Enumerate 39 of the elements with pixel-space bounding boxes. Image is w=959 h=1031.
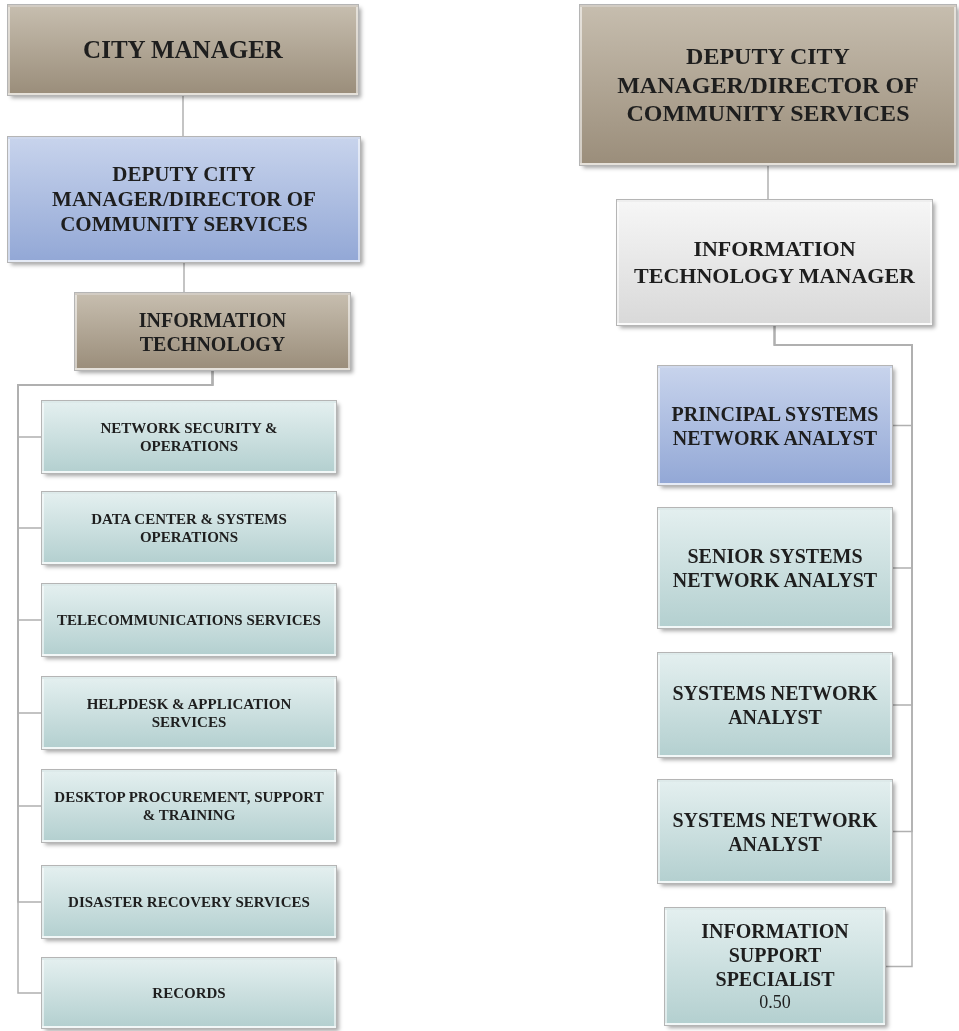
org-box bbox=[617, 200, 932, 325]
org-box bbox=[658, 780, 892, 883]
position-fte: 0.50 bbox=[759, 990, 791, 1014]
position-title: SYSTEMS NETWORK ANALYST bbox=[671, 807, 879, 856]
position-title: DESKTOP PROCUREMENT, SUPPORT & TRAINING bbox=[53, 788, 325, 824]
connector-line bbox=[773, 324, 913, 968]
org-box bbox=[665, 908, 885, 1025]
org-box bbox=[8, 137, 360, 262]
connector-line bbox=[767, 164, 769, 201]
org-box bbox=[8, 5, 358, 95]
org-box bbox=[42, 866, 336, 938]
position-title: INFORMATION TECHNOLOGY MANAGER bbox=[633, 236, 916, 289]
org-box bbox=[42, 677, 336, 749]
org-box bbox=[580, 5, 956, 165]
connector-line bbox=[182, 94, 184, 138]
org-box bbox=[42, 584, 336, 656]
org-box bbox=[658, 508, 892, 628]
position-title: CITY MANAGER bbox=[83, 35, 283, 65]
connector-line bbox=[183, 261, 185, 294]
position-title: SENIOR SYSTEMS NETWORK ANALYST bbox=[671, 544, 879, 592]
position-title: TELECOMMUNICATIONS SERVICES bbox=[57, 611, 321, 629]
position-title: DISASTER RECOVERY SERVICES bbox=[68, 893, 310, 911]
position-title: DEPUTY CITY MANAGER/DIRECTOR OF COMMUNITY SERVICES bbox=[51, 161, 317, 238]
org-box bbox=[658, 366, 892, 485]
position-title: SYSTEMS NETWORK ANALYST bbox=[671, 681, 879, 729]
position-title: NETWORK SECURITY & OPERATIONS bbox=[99, 419, 279, 455]
position-title: HELPDESK & APPLICATION SERVICES bbox=[85, 695, 293, 731]
org-box bbox=[75, 293, 350, 370]
position-title: INFORMATION TECHNOLOGY bbox=[137, 307, 288, 356]
position-title: INFORMATION SUPPORT SPECIALIST bbox=[700, 918, 850, 991]
position-title: PRINCIPAL SYSTEMS NETWORK ANALYST bbox=[670, 401, 880, 450]
position-title: DEPUTY CITY MANAGER/DIRECTOR OF COMMUNITY SERVICES bbox=[616, 41, 920, 129]
position-title: DATA CENTER & SYSTEMS OPERATIONS bbox=[90, 510, 288, 546]
org-box bbox=[42, 958, 336, 1028]
org-box bbox=[42, 492, 336, 564]
org-box bbox=[42, 401, 336, 473]
position-title: RECORDS bbox=[152, 984, 226, 1002]
org-box bbox=[658, 653, 892, 757]
org-box bbox=[42, 770, 336, 842]
